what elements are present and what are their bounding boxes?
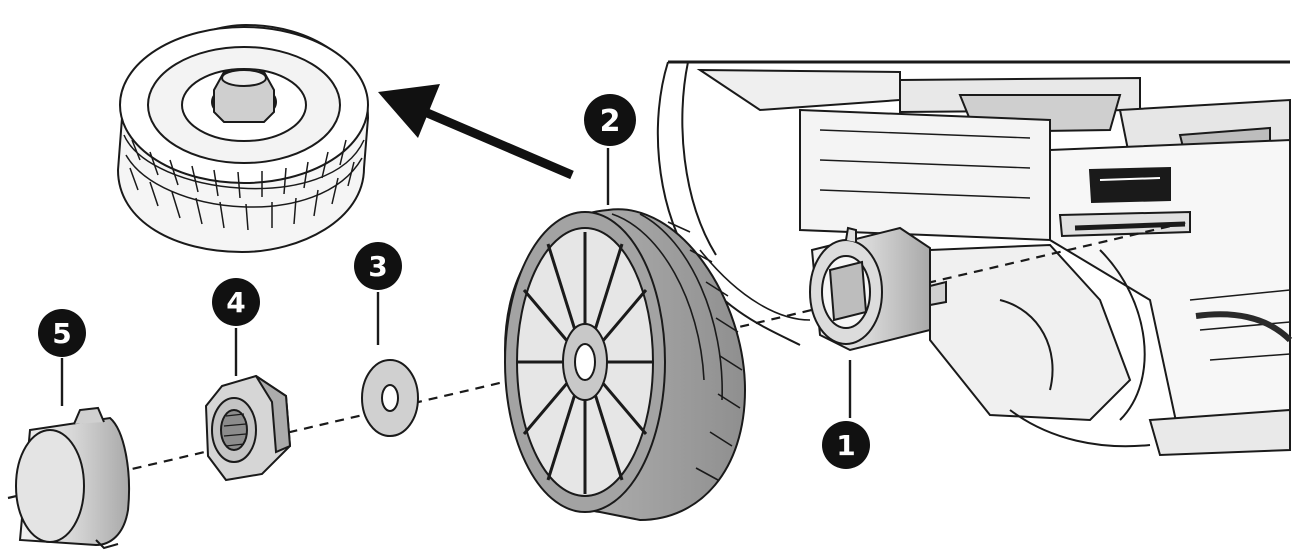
part-2-wheel xyxy=(503,208,747,522)
inset-wheel-detail xyxy=(116,23,370,254)
callout-label-3: 3 xyxy=(368,250,387,283)
callout-badge-3: 3 xyxy=(354,242,402,290)
machine-body xyxy=(656,60,1293,457)
callout-label-1: 1 xyxy=(836,429,855,462)
callout-badge-4: 4 xyxy=(212,278,260,326)
callout-badge-2: 2 xyxy=(584,94,636,146)
part-3-washer xyxy=(361,359,419,437)
part-1-drive-hub xyxy=(809,226,947,352)
callout-label-2: 2 xyxy=(600,104,621,139)
callout-badge-1: 1 xyxy=(822,421,870,469)
callout-label-4: 4 xyxy=(226,286,245,319)
callout-badge-5: 5 xyxy=(38,309,86,357)
inset-pointer-arrow xyxy=(378,84,574,180)
axle-dashed-line xyxy=(7,220,1189,500)
part-4-hex-nut xyxy=(204,374,292,482)
callout-label-5: 5 xyxy=(52,317,71,350)
part-5-hub-cap xyxy=(15,406,131,550)
